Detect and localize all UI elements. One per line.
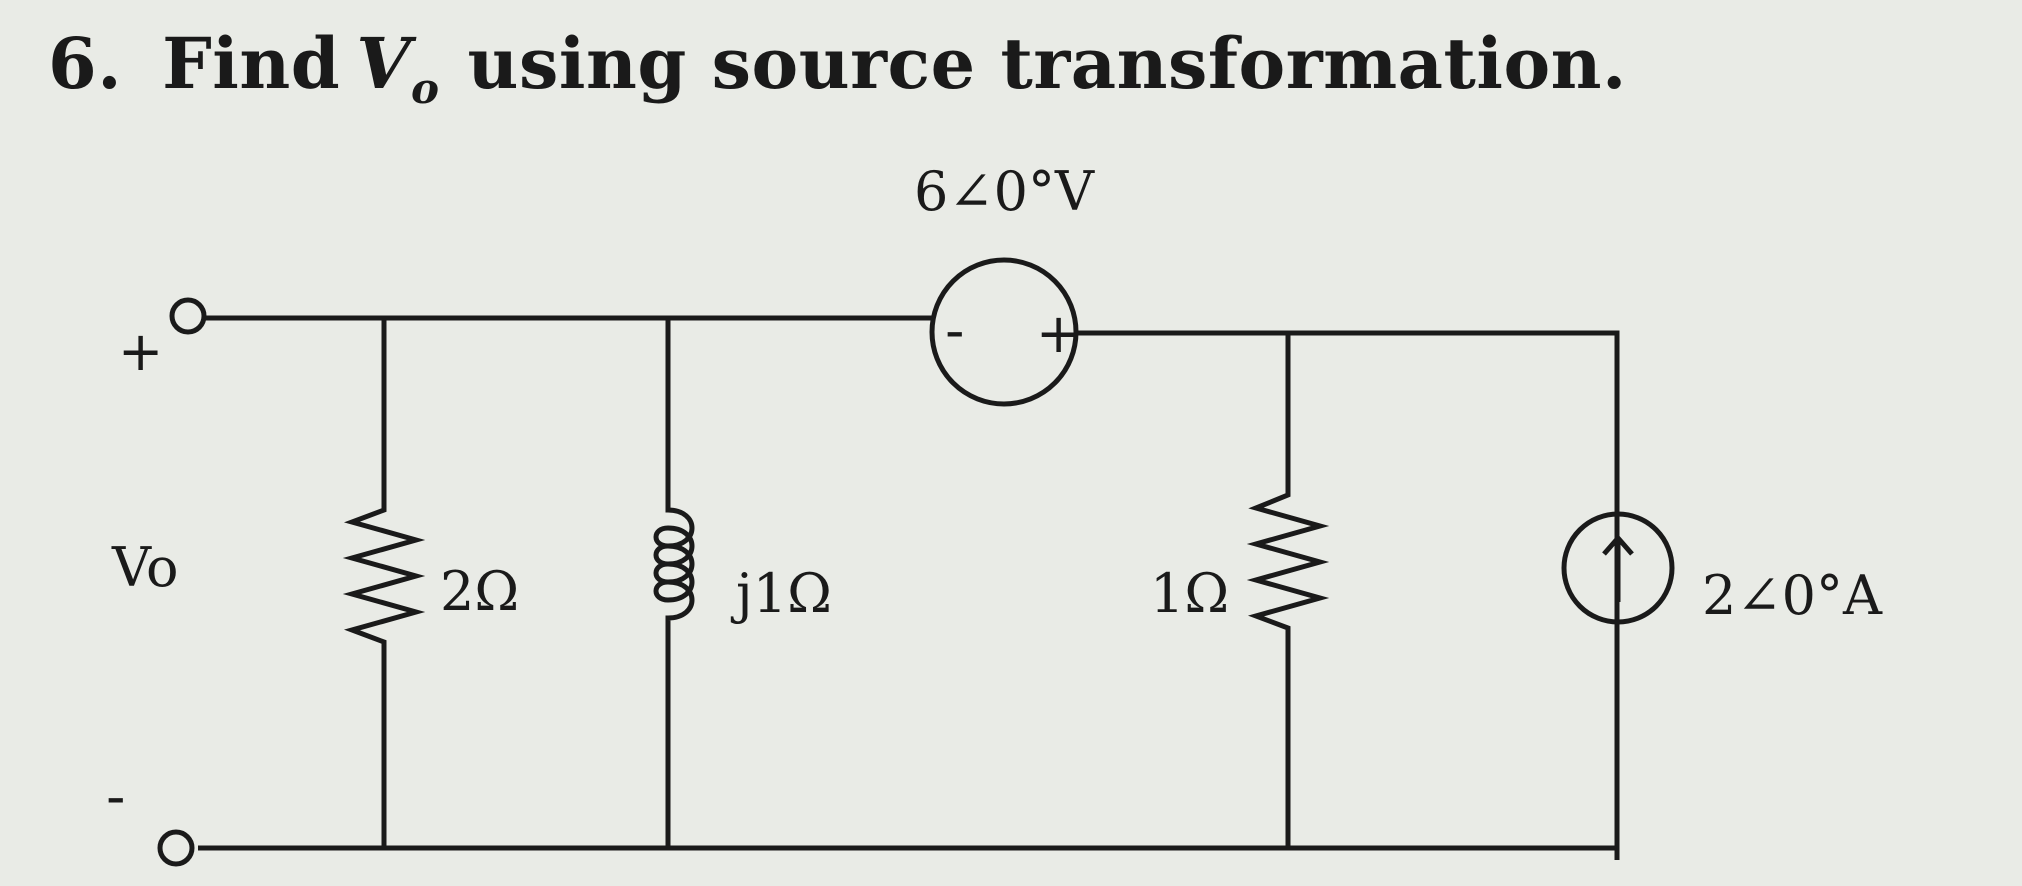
output-terminal-top (169, 297, 207, 335)
resistor-1ohm (1246, 333, 1330, 848)
output-minus-sign: - (106, 765, 126, 828)
voltage-source-label: 6∠0°V (914, 160, 1095, 223)
resistor-2ohm-label: 2Ω (440, 560, 519, 623)
problem-text-before: Find (162, 22, 341, 105)
resistor-2ohm (342, 318, 426, 848)
inductor-label: j1Ω (730, 562, 832, 625)
arrow-up-icon (1602, 534, 1634, 602)
output-plus-sign: + (118, 320, 163, 383)
voltage-source: - + (929, 257, 1081, 407)
voltage-source-minus: - (945, 299, 965, 362)
resistor-1ohm-label: 1Ω (1150, 562, 1229, 625)
problem-text-after: using source transformation. (467, 22, 1627, 105)
output-terminal-bottom (157, 829, 195, 867)
output-variable: Vo (356, 22, 440, 113)
current-source-label: 2∠0°A (1702, 564, 1883, 627)
problem-number: 6. (48, 22, 123, 105)
current-source (1561, 511, 1675, 625)
top-wire-right (1076, 330, 1620, 860)
output-voltage-label: Vo (111, 536, 179, 599)
voltage-source-plus: + (1036, 302, 1081, 365)
inductor-j1ohm (653, 318, 695, 848)
